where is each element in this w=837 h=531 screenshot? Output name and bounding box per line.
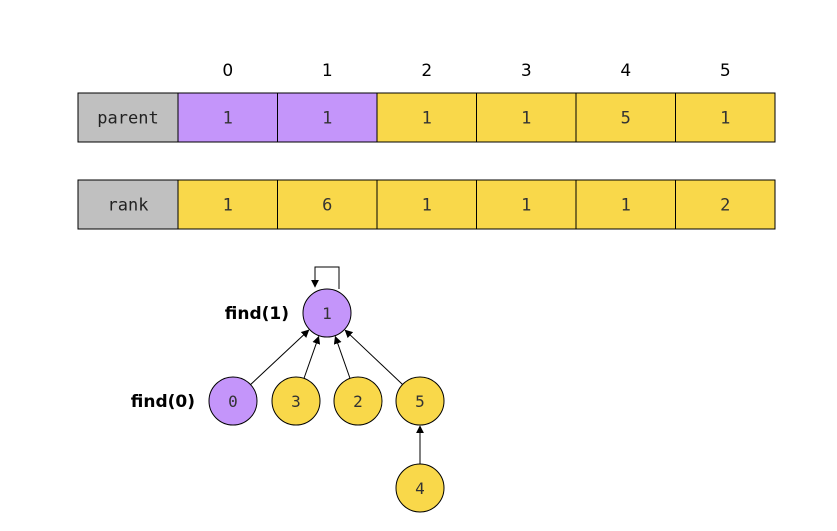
- tree-node-0: [208, 376, 258, 426]
- array-cell-value: 1: [223, 109, 233, 129]
- tree-node-label: 3: [291, 392, 301, 411]
- parent-row-label: parent: [97, 109, 158, 129]
- find-call-label: find(1): [225, 304, 289, 324]
- array-cell-value: 5: [621, 109, 631, 129]
- array-cell: [675, 179, 776, 230]
- edge-2-to-1: [333, 335, 351, 379]
- parent-array: parent 1 1 1 1 5 1: [77, 92, 776, 143]
- tree-node-4: [395, 463, 445, 513]
- array-cell-value: 2: [720, 196, 730, 216]
- array-cell-value: 6: [322, 196, 332, 216]
- tree-node-label: 5: [415, 392, 425, 411]
- index-label: 5: [720, 61, 731, 81]
- index-label: 0: [222, 61, 233, 81]
- array-cell-value: 1: [422, 109, 432, 129]
- rank-row-label: rank: [108, 196, 149, 216]
- parent-row-label-cell: [77, 92, 179, 143]
- array-cell-value: 1: [223, 196, 233, 216]
- array-cell-value: 1: [322, 109, 332, 129]
- tree-node-2: [333, 376, 383, 426]
- tree-node-label: 1: [322, 304, 332, 323]
- array-cell: [277, 92, 378, 143]
- tree-edges: [250, 266, 424, 464]
- array-cell: [177, 179, 278, 230]
- edge-3-to-1: [303, 335, 321, 379]
- find-call-label: find(0): [131, 392, 195, 412]
- find-call-labels: find(1) find(0): [131, 304, 289, 412]
- rank-row-label-cell: [77, 179, 179, 230]
- array-cell-value: 1: [521, 196, 531, 216]
- index-label: 1: [322, 61, 333, 81]
- array-cell: [277, 179, 378, 230]
- tree-node-1: [302, 288, 352, 338]
- index-label: 3: [521, 61, 532, 81]
- tree-node-label: 2: [353, 392, 363, 411]
- array-cell-value: 1: [621, 196, 631, 216]
- array-cell: [476, 179, 577, 230]
- index-label: 2: [421, 61, 432, 81]
- edge-0-to-1: [250, 329, 310, 385]
- tree-node-label: 0: [228, 392, 238, 411]
- array-cell: [476, 92, 577, 143]
- array-cell-value: 1: [521, 109, 531, 129]
- array-cell-value: 1: [720, 109, 730, 129]
- index-row: 0 1 2 3 4 5: [222, 61, 730, 81]
- tree-nodes: 1 0 3 2 5 4: [208, 288, 445, 513]
- array-cell: [376, 92, 477, 143]
- tree-node-5: [395, 376, 445, 426]
- self-loop-edge: [311, 266, 340, 289]
- tree-node-3: [271, 376, 321, 426]
- tree-node-label: 4: [415, 479, 425, 498]
- index-label: 4: [620, 61, 631, 81]
- array-cell: [575, 92, 676, 143]
- array-cell: [675, 92, 776, 143]
- array-cell: [575, 179, 676, 230]
- edge-5-to-1: [344, 329, 403, 385]
- array-cell: [177, 92, 278, 143]
- array-cell-value: 1: [422, 196, 432, 216]
